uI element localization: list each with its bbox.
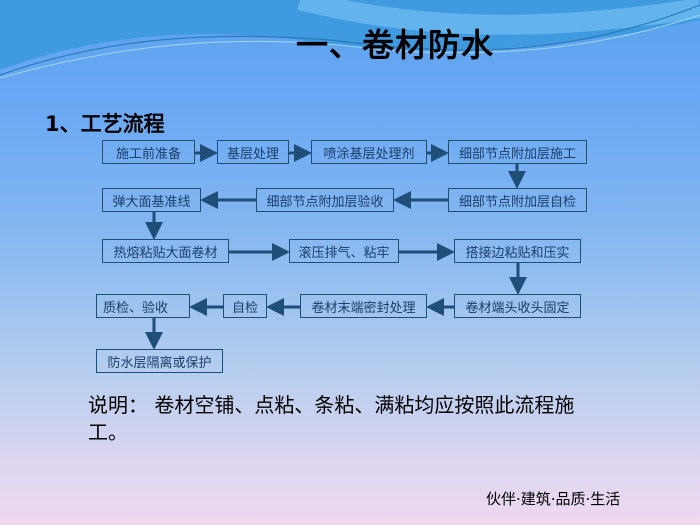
flow-step-hot-melt: 热熔粘贴大面卷材 <box>102 239 229 263</box>
flow-step-inspection: 质检、验收 <box>96 294 190 318</box>
flow-step-baseline: 弹大面基准线 <box>102 188 201 212</box>
slide-title: 一、卷材防水 <box>295 26 494 64</box>
flow-step-selfcheck: 自检 <box>223 294 267 318</box>
header-wave-decoration <box>0 0 700 79</box>
flow-step-prep: 施工前准备 <box>102 140 195 164</box>
flow-step-end-seal: 卷材末端密封处理 <box>300 294 427 318</box>
flow-step-spray-primer: 喷涂基层处理剂 <box>311 140 427 164</box>
flow-step-end-fix: 卷材端头收头固定 <box>454 294 581 318</box>
flow-step-base-treatment: 基层处理 <box>217 140 289 164</box>
flow-step-protection: 防水层隔离或保护 <box>96 349 223 373</box>
note-text: 说明： 卷材空铺、点粘、条粘、满粘均应按照此流程施工。 <box>88 393 575 444</box>
flow-step-detail-acceptance: 细部节点附加层验收 <box>256 188 394 212</box>
flow-step-detail-layer: 细部节点附加层施工 <box>448 140 587 164</box>
flow-step-roll-press: 滚压排气、粘牢 <box>289 239 399 263</box>
section-heading: 1、工艺流程 <box>45 112 165 136</box>
flow-step-detail-selfcheck: 细部节点附加层自检 <box>448 188 587 212</box>
flow-step-lap-seal: 搭接边粘贴和压实 <box>454 239 581 263</box>
footer-slogan: 伙伴·建筑·品质·生活 <box>486 490 621 508</box>
